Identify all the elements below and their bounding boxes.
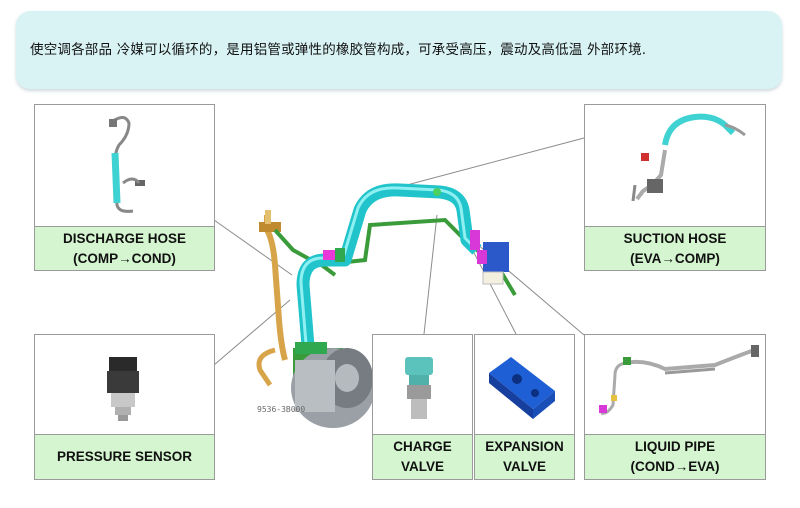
expansion-valve-line2: VALVE — [502, 459, 546, 474]
discharge-hose-image — [109, 116, 145, 213]
liquid-pipe-panel: LIQUID PIPE (COND→EVA) — [584, 334, 766, 480]
suction-hose-panel: SUCTION HOSE (EVA→COMP) — [584, 104, 766, 271]
pressure-sensor-image — [107, 357, 139, 421]
expansion-valve-panel: EXPANSION VALVE — [474, 334, 575, 480]
pressure-sensor-label: PRESSURE SENSOR — [35, 434, 214, 479]
pressure-sensor-panel: PRESSURE SENSOR — [34, 334, 215, 480]
charge-valve-line1: CHARGE — [393, 439, 452, 454]
ac-pipe-assembly: 9536-3B000 — [256, 183, 517, 428]
liquid-pipe-direction: (COND→EVA) — [630, 459, 720, 474]
expansion-valve-label: EXPANSION VALVE — [475, 434, 574, 479]
discharge-hose-direction: (COMP→COND) — [73, 250, 176, 266]
liquid-pipe-image — [599, 345, 759, 415]
expansion-valve-line1: EXPANSION — [485, 439, 564, 454]
charge-valve-image — [405, 357, 433, 419]
expansion-valve-image — [489, 357, 555, 419]
description-banner: 使空调各部品 冷媒可以循环的，是用铝管或弹性的橡胶管构成，可承受高压，震动及高低… — [16, 11, 782, 89]
pressure-sensor-title: PRESSURE SENSOR — [56, 449, 193, 464]
discharge-hose-title: DISCHARGE HOSE — [62, 230, 187, 246]
banner-text: 使空调各部品 冷媒可以循环的，是用铝管或弹性的橡胶管构成，可承受高压，震动及高低… — [30, 42, 647, 58]
liquid-pipe-title: LIQUID PIPE — [634, 439, 716, 454]
discharge-hose-label: DISCHARGE HOSE (COMP→COND) — [35, 226, 214, 270]
compressor-stamp: 9536-3B000 — [257, 405, 305, 414]
charge-valve-panel: CHARGE VALVE — [372, 334, 473, 480]
suction-hose-title: SUCTION HOSE — [623, 230, 727, 246]
liquid-pipe-label: LIQUID PIPE (COND→EVA) — [585, 434, 765, 479]
discharge-hose-panel: DISCHARGE HOSE (COMP→COND) — [34, 104, 215, 271]
suction-hose-image — [631, 113, 746, 202]
charge-valve-line2: VALVE — [400, 459, 444, 474]
suction-hose-direction: (EVA→COMP) — [630, 250, 720, 266]
suction-hose-label: SUCTION HOSE (EVA→COMP) — [585, 226, 765, 270]
charge-valve-label: CHARGE VALVE — [373, 434, 472, 479]
